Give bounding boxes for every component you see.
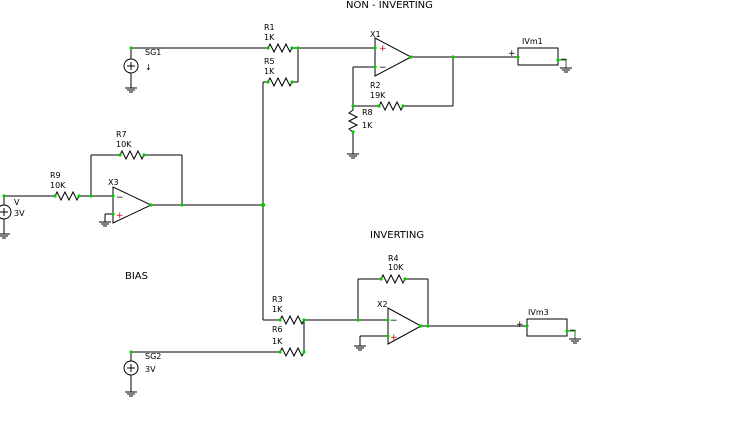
resistor-r9[interactable]: R9 10K: [50, 171, 80, 202]
voltage-source-v[interactable]: V 3V: [0, 196, 25, 239]
sg2-value: 3V: [145, 365, 156, 374]
opamp-x2[interactable]: − + X2: [377, 300, 423, 345]
resistor-r5[interactable]: R5 1K: [264, 57, 293, 88]
r3-value: 1K: [272, 305, 283, 314]
sg1-name: SG1: [145, 48, 161, 57]
ivm1-plus: +: [508, 49, 516, 59]
r2-value: 19K: [370, 91, 386, 100]
r1-value: 1K: [264, 33, 275, 42]
signal-generator-sg2[interactable]: SG2 3V: [123, 352, 161, 397]
signal-generator-sg1[interactable]: SG1 ↓: [123, 48, 161, 93]
x1-plus: +: [379, 44, 387, 54]
r2-name: R2: [370, 81, 381, 90]
r1-name: R1: [264, 23, 275, 32]
resistor-r4[interactable]: R4 10K: [380, 254, 406, 285]
r9-name: R9: [50, 171, 61, 180]
x1-minus: −: [379, 63, 387, 73]
r6-name: R6: [272, 325, 283, 334]
label-inverting: INVERTING: [370, 230, 424, 241]
resistor-r7[interactable]: R7 10K: [116, 130, 145, 161]
resistor-r2[interactable]: R2 19K: [370, 81, 404, 112]
resistor-r8[interactable]: R8 1K: [347, 108, 373, 133]
resistor-r6[interactable]: R6 1K: [272, 325, 305, 358]
v-value: 3V: [14, 209, 25, 218]
sg2-name: SG2: [145, 352, 161, 361]
ivm3-plus: +: [516, 320, 524, 330]
x1-name: X1: [370, 30, 381, 39]
sg1-arrow: ↓: [145, 63, 152, 72]
resistor-r3[interactable]: R3 1K: [272, 295, 305, 326]
r7-value: 10K: [116, 140, 132, 149]
r4-value: 10K: [388, 263, 404, 272]
x3-name: X3: [108, 178, 119, 187]
label-bias: BIAS: [125, 271, 148, 282]
resistor-r1[interactable]: R1 1K: [264, 23, 293, 54]
x2-plus: +: [390, 333, 398, 343]
r8-name: R8: [362, 108, 373, 117]
opamp-x1[interactable]: + − X1: [370, 30, 413, 77]
x2-name: X2: [377, 300, 388, 309]
r6-value: 1K: [272, 337, 283, 346]
r8-value: 1K: [362, 121, 373, 130]
meter-ivm1[interactable]: IVm1 + −: [508, 37, 573, 73]
x3-minus: −: [116, 193, 124, 203]
r5-name: R5: [264, 57, 275, 66]
ivm3-name: IVm3: [528, 308, 549, 317]
r4-name: R4: [388, 254, 399, 263]
label-non-inverting: NON - INVERTING: [346, 0, 433, 11]
v-name: V: [14, 198, 20, 207]
ivm1-name: IVm1: [522, 37, 543, 46]
x3-plus: +: [116, 211, 124, 221]
x2-minus: −: [390, 316, 398, 326]
junction-dots: [2, 46, 569, 354]
r9-value: 10K: [50, 181, 66, 190]
r5-value: 1K: [264, 67, 275, 76]
opamp-x3[interactable]: − + X3: [108, 178, 153, 224]
r7-name: R7: [116, 130, 127, 139]
r3-name: R3: [272, 295, 283, 304]
